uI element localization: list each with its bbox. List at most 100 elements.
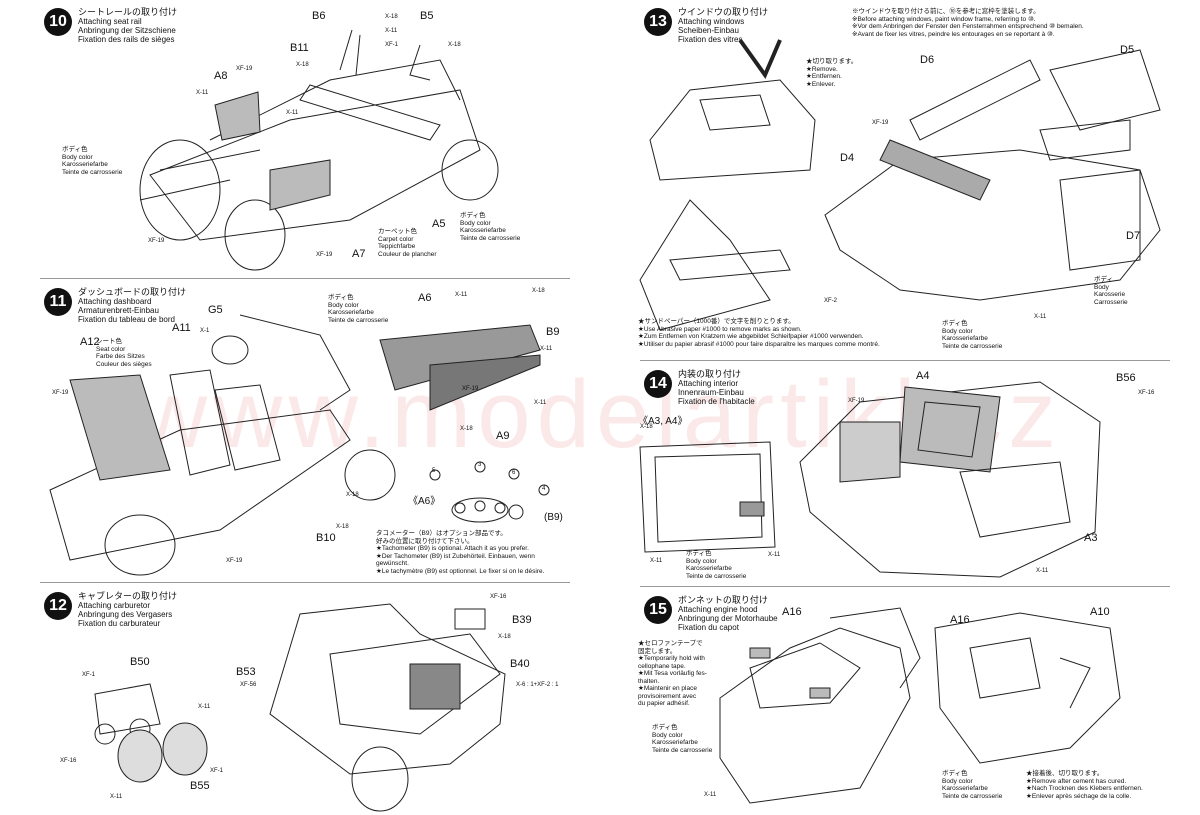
step-number: 15 — [644, 596, 672, 624]
remove-note: ★切り取ります。★Remove.★Entfernen.★Enlever. — [806, 58, 858, 88]
gauge-number: 4 — [542, 486, 546, 492]
step-title-en: Attaching carburetor — [78, 601, 151, 610]
screw-x11: X-11 — [455, 292, 468, 298]
screw-xf19: XF-19 — [148, 238, 165, 244]
step-title-fr: Fixation du capot — [678, 623, 739, 632]
interior-illustration — [49, 314, 550, 576]
screw-xf19: XF-19 — [848, 398, 865, 404]
screw-xf19: XF-19 — [316, 252, 333, 258]
interior-panel-illustration — [639, 381, 1101, 578]
part-b39: B39 — [512, 614, 532, 626]
step-title-de: Scheiben-Einbau — [678, 26, 739, 35]
step-number: 11 — [44, 288, 72, 316]
screw-x11: X-11 — [540, 346, 553, 352]
divider — [640, 586, 1170, 587]
screw-xf16: XF-16 — [60, 758, 77, 764]
screw-x11: X-11 — [650, 558, 663, 564]
chassis-illustration — [139, 29, 499, 271]
step-title-jp: 内装の取り付け — [678, 369, 742, 379]
part-a6-callout: 《A6》 — [408, 496, 441, 507]
divider — [40, 582, 570, 583]
screw-xf19: XF-19 — [462, 386, 479, 392]
step-title-fr: Fixation du tableau de bord — [78, 315, 175, 324]
screw-xf16: XF-16 — [490, 594, 507, 600]
screw-x11: X-11 — [198, 704, 211, 710]
screw-x18: X-18 — [346, 492, 359, 498]
step-title-en: Attaching seat rail — [78, 17, 142, 26]
sanding-note: ★サンドペーパー（1000番）で文字を削りとります。★Use Abrasive … — [638, 318, 880, 348]
part-d6: D6 — [920, 54, 935, 66]
part-a9: A9 — [496, 430, 510, 442]
step-10-header: 10 シートレールの取り付け Attaching seat rail Anbri… — [44, 8, 177, 44]
screw-x11: X-11 — [1034, 314, 1047, 320]
step-11: 11 ダッシュボードの取り付け Attaching dashboard Arma… — [0, 280, 600, 580]
part-a7: A7 — [352, 248, 366, 260]
carburetor-illustration — [94, 603, 506, 812]
step-title-de: Anbringung der Sitzschiene — [78, 26, 176, 35]
part-a5: A5 — [432, 218, 446, 230]
gauge-number: 6 — [512, 470, 516, 476]
step-title-jp: シートレールの取り付け — [78, 7, 178, 17]
part-a8: A8 — [214, 70, 228, 82]
part-d7: D7 — [1126, 230, 1141, 242]
part-b50: B50 — [130, 656, 150, 668]
step-title-en: Attaching dashboard — [78, 297, 152, 306]
part-a3: A3 — [1084, 532, 1098, 544]
step-15: 15 ボンネットの取り付け Attaching engine hood Anbr… — [600, 588, 1200, 815]
step-15-header: 15 ボンネットの取り付け Attaching engine hood Anbr… — [644, 596, 778, 632]
step-11-header: 11 ダッシュボードの取り付け Attaching dashboard Arma… — [44, 288, 186, 324]
step-13: 13 ウインドウの取り付け Attaching windows Scheiben… — [600, 0, 1200, 358]
screw-x11: X-11 — [196, 90, 209, 96]
step-number: 10 — [44, 8, 72, 36]
step-title-jp: ダッシュボードの取り付け — [78, 287, 187, 297]
part-b56: B56 — [1116, 372, 1136, 384]
step-title-de: Anbringung des Vergasers — [78, 610, 173, 619]
screw-x11: X-11 — [1036, 568, 1049, 574]
step-number: 14 — [644, 370, 672, 398]
part-a11: A11 — [172, 322, 191, 334]
screw-xf19: XF-19 — [226, 558, 243, 564]
screw-x11: X-11 — [286, 110, 299, 116]
step-title-de: Armaturenbrett-Einbau — [78, 306, 159, 315]
screw-xf1: XF-1 — [82, 672, 96, 678]
paint-frame-note: ※ウインドウを取り付ける前に、⑩を参考に窓枠を塗装します。※Before att… — [852, 8, 1084, 38]
part-a4: A4 — [916, 370, 930, 382]
part-a16: A16 — [950, 614, 970, 626]
part-d5: D5 — [1120, 44, 1135, 56]
part-b10: B10 — [316, 532, 336, 544]
step-title-en: Attaching windows — [678, 17, 745, 26]
step-title-jp: ボンネットの取り付け — [678, 595, 768, 605]
screw-x1: X-1 — [200, 328, 210, 334]
remove-after-cure-note: ★接着後、切り取ります。★Remove after cement has cur… — [1026, 770, 1143, 800]
part-b55: B55 — [190, 780, 210, 792]
step-12: 12 キャブレターの取り付け Attaching carburetor Anbr… — [0, 584, 600, 815]
part-a10: A10 — [1090, 606, 1110, 618]
part-b9-callout: (B9) — [544, 512, 563, 523]
screw-x18: X-18 — [640, 424, 653, 430]
step-title-de: Innenraum-Einbau — [678, 388, 744, 397]
gauge-number: 5 — [432, 468, 436, 474]
step-13-header: 13 ウインドウの取り付け Attaching windows Scheiben… — [644, 8, 768, 44]
part-b40: B40 — [510, 658, 530, 670]
screw-x18: X-18 — [385, 14, 398, 20]
part-a6: A6 — [418, 292, 432, 304]
part-b5: B5 — [420, 10, 434, 22]
part-a3-a4-callout: 《A3, A4》 — [638, 416, 688, 427]
screw-x11: X-11 — [768, 552, 781, 558]
step-14: 14 内装の取り付け Attaching interior Innenraum-… — [600, 362, 1200, 584]
part-b11: B11 — [290, 42, 309, 54]
right-page: 13 ウインドウの取り付け Attaching windows Scheiben… — [600, 0, 1200, 815]
part-g5: G5 — [208, 304, 223, 316]
step-10: 10 シートレールの取り付け Attaching seat rail Anbri… — [0, 0, 600, 275]
divider — [640, 360, 1170, 361]
hood-illustration — [719, 607, 1121, 804]
step-title-fr: Fixation du carburateur — [78, 619, 161, 628]
screw-x18: X-18 — [296, 62, 309, 68]
